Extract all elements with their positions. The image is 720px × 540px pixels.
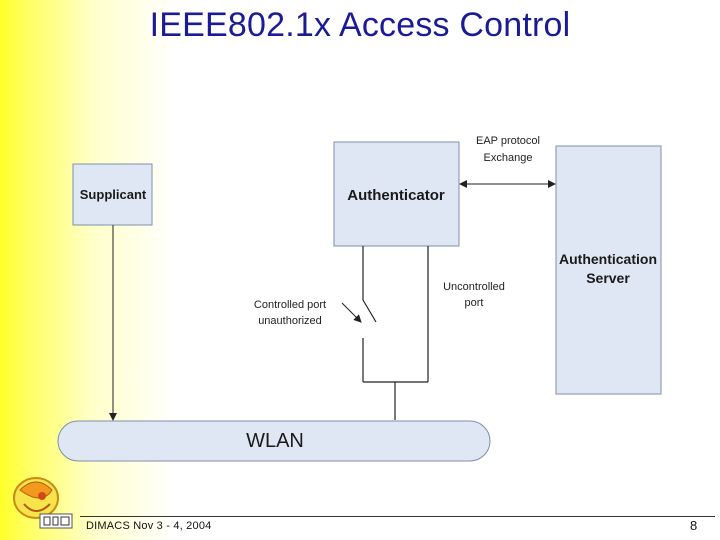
footer-text: DIMACS Nov 3 - 4, 2004 <box>86 520 212 532</box>
server-label-line1: Authentication <box>559 251 657 267</box>
controlled-port-label-line2: unauthorized <box>258 315 322 327</box>
authenticator-box: Authenticator <box>333 141 460 247</box>
footer-divider <box>80 516 715 517</box>
page-number: 8 <box>690 518 698 533</box>
supplicant-box: Supplicant <box>72 163 153 226</box>
port-wiring <box>362 246 429 420</box>
authenticator-label: Authenticator <box>347 187 445 204</box>
uncontrolled-port-label-line2: port <box>465 297 484 309</box>
wlan-label: WLAN <box>246 430 304 452</box>
controlled-port-pointer <box>341 302 362 323</box>
server-label-line2: Server <box>586 270 630 286</box>
wlan-bus: WLAN <box>57 420 491 462</box>
supplicant-label: Supplicant <box>80 187 147 202</box>
dimacs-logo-icon <box>13 477 73 529</box>
open-switch <box>362 299 377 323</box>
controlled-port-label-line1: Controlled port <box>254 299 326 311</box>
uncontrolled-port-label-line1: Uncontrolled <box>443 281 505 293</box>
authentication-server-box: Authentication Server <box>555 145 662 395</box>
slide-title: IEEE802.1x Access Control <box>149 6 571 44</box>
eap-label-line1: EAP protocol <box>476 135 540 147</box>
eap-label-line2: Exchange <box>484 152 533 164</box>
